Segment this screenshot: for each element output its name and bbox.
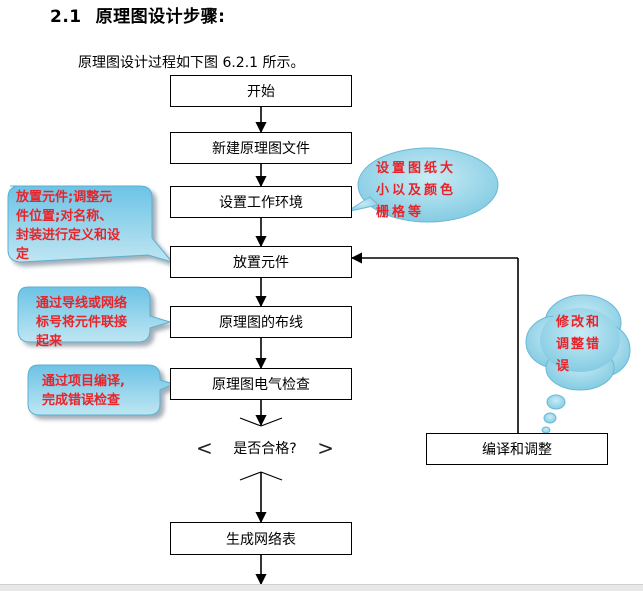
step-env: 设置工作环境 bbox=[170, 186, 352, 218]
flow-arrows bbox=[255, 106, 519, 586]
cloud-env-line: 栅格等 bbox=[376, 205, 425, 220]
condition-left-bracket: < bbox=[196, 436, 213, 460]
callout-wire-line: 通过导线或网络 bbox=[36, 296, 128, 311]
callout-place-text: 放置元件;调整元 件位置;对名称、 封装进行定义和设 定 bbox=[16, 188, 120, 264]
callout-check-line: 通过项目编译, bbox=[42, 374, 125, 389]
section-heading: 2.1 原理图设计步骤: bbox=[50, 2, 225, 27]
cloud-env-line: 小以及颜色 bbox=[376, 183, 457, 198]
callout-place-line: 封装进行定义和设 bbox=[16, 228, 121, 243]
page-bottom-edge bbox=[0, 584, 643, 591]
cloud-fix-text: 修改和 调整错 误 bbox=[556, 312, 601, 378]
callout-check-text: 通过项目编译, 完成错误检查 bbox=[42, 372, 125, 410]
callout-place-line: 定 bbox=[16, 247, 30, 262]
cloud-env-shape bbox=[345, 147, 499, 223]
condition-label: 是否合格? bbox=[233, 441, 297, 457]
callout-check-line: 完成错误检查 bbox=[42, 393, 121, 408]
step-start: 开始 bbox=[170, 75, 352, 107]
callout-wire-shape bbox=[17, 286, 172, 343]
callout-place-line: 放置元件;调整元 bbox=[16, 190, 113, 205]
cloud-env-line: 设置图纸大 bbox=[376, 161, 457, 176]
condition-guides bbox=[239, 417, 283, 481]
callout-place-line: 件位置;对名称、 bbox=[16, 209, 113, 224]
cloud-fix-line: 修改和 bbox=[556, 315, 602, 330]
step-wiring: 原理图的布线 bbox=[170, 306, 352, 338]
callout-wire-line: 标号将元件联接 bbox=[36, 315, 128, 330]
callout-place-shape bbox=[7, 185, 174, 263]
section-title: 原理图设计步骤: bbox=[95, 7, 226, 27]
callout-check-shape bbox=[27, 364, 176, 416]
callout-wire-text: 通过导线或网络 标号将元件联接 起来 bbox=[36, 294, 127, 351]
section-number: 2.1 bbox=[50, 7, 82, 27]
cloud-fix-line: 调整错 bbox=[556, 337, 602, 352]
step-new-file: 新建原理图文件 bbox=[170, 132, 352, 164]
intro-text: 原理图设计过程如下图 6.2.1 所示。 bbox=[78, 55, 305, 71]
callout-wire-line: 起来 bbox=[36, 334, 63, 349]
step-netlist: 生成网络表 bbox=[170, 522, 352, 555]
cloud-fix-line: 误 bbox=[556, 359, 572, 374]
cloud-fix-shape bbox=[525, 294, 631, 434]
step-condition: < 是否合格? > bbox=[196, 433, 334, 463]
cloud-env-text: 设置图纸大 小以及颜色 栅格等 bbox=[376, 158, 456, 224]
step-place: 放置元件 bbox=[170, 246, 352, 278]
condition-right-bracket: > bbox=[317, 436, 334, 460]
step-fix: 编译和调整 bbox=[426, 433, 608, 465]
step-check: 原理图电气检查 bbox=[170, 368, 352, 400]
